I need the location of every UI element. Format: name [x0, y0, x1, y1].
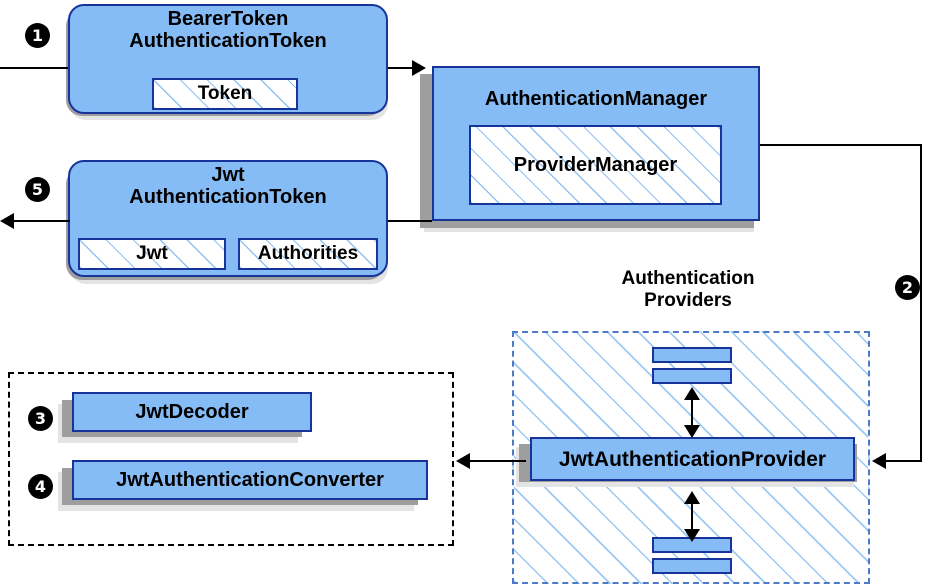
jwt-token-inner-jwt: Jwt — [78, 238, 226, 270]
auth-manager-inner-provider-manager: ProviderManager — [469, 125, 722, 205]
provider-bottom-link-arrow-down — [684, 529, 700, 542]
provider-to-support-line — [470, 460, 526, 462]
jwt-authentication-token-box[interactable] — [68, 160, 388, 277]
jwt-support-container — [8, 372, 454, 546]
provider-stack-top-bar-2 — [652, 368, 732, 384]
jwt-decoder-box[interactable]: JwtDecoder — [72, 392, 312, 432]
step-badge-3: 3 — [28, 406, 53, 431]
provider-bottom-link-line — [691, 499, 693, 533]
provider-bottom-link-arrow-up — [684, 491, 700, 504]
bearer-to-manager-line — [388, 67, 422, 69]
step-badge-1: 1 — [25, 23, 50, 48]
jwt-token-inner-authorities: Authorities — [238, 238, 378, 270]
step-badge-4: 4 — [28, 474, 53, 499]
step-badge-5: 5 — [25, 177, 50, 202]
provider-top-link-arrow-up — [684, 387, 700, 400]
authentication-providers-label-line2: Providers — [644, 290, 732, 312]
manager-out-line — [760, 144, 922, 146]
provider-to-support-arrowhead — [456, 453, 470, 469]
jwt-authentication-provider-box[interactable]: JwtAuthenticationProvider — [530, 437, 855, 481]
manager-to-jwt-token-line — [388, 220, 432, 222]
bearer-to-manager-arrowhead — [412, 60, 426, 76]
incoming-request-line — [0, 67, 68, 69]
jwt-token-title-line2: AuthenticationToken — [129, 186, 327, 209]
jwt-token-out-arrowhead — [0, 213, 14, 229]
bearer-token-title-line1: BearerToken — [167, 8, 289, 30]
bearer-token-inner-token: Token — [152, 78, 298, 110]
step2-vertical-line — [920, 144, 922, 462]
bearer-token-title: BearerToken AuthenticationToken — [68, 8, 388, 53]
step2-to-provider-line — [886, 460, 922, 462]
authentication-providers-label-line1: Authentication — [621, 268, 755, 289]
provider-stack-top-bar-1 — [652, 347, 732, 363]
jwt-token-out-line — [14, 220, 70, 222]
provider-top-link-arrow-down — [684, 425, 700, 438]
provider-stack-bottom-bar-2 — [652, 558, 732, 574]
step-badge-2: 2 — [895, 275, 920, 300]
authentication-providers-label: Authentication Providers — [560, 268, 816, 313]
jwt-token-title: Jwt AuthenticationToken — [68, 164, 388, 209]
jwt-token-title-line1: Jwt — [211, 164, 245, 186]
bearer-token-title-line2: AuthenticationToken — [129, 30, 327, 53]
authentication-manager-title: AuthenticationManager — [484, 88, 708, 110]
jwt-authentication-converter-box[interactable]: JwtAuthenticationConverter — [72, 460, 428, 500]
step2-provider-arrowhead — [872, 453, 886, 469]
provider-top-link-line — [691, 395, 693, 429]
